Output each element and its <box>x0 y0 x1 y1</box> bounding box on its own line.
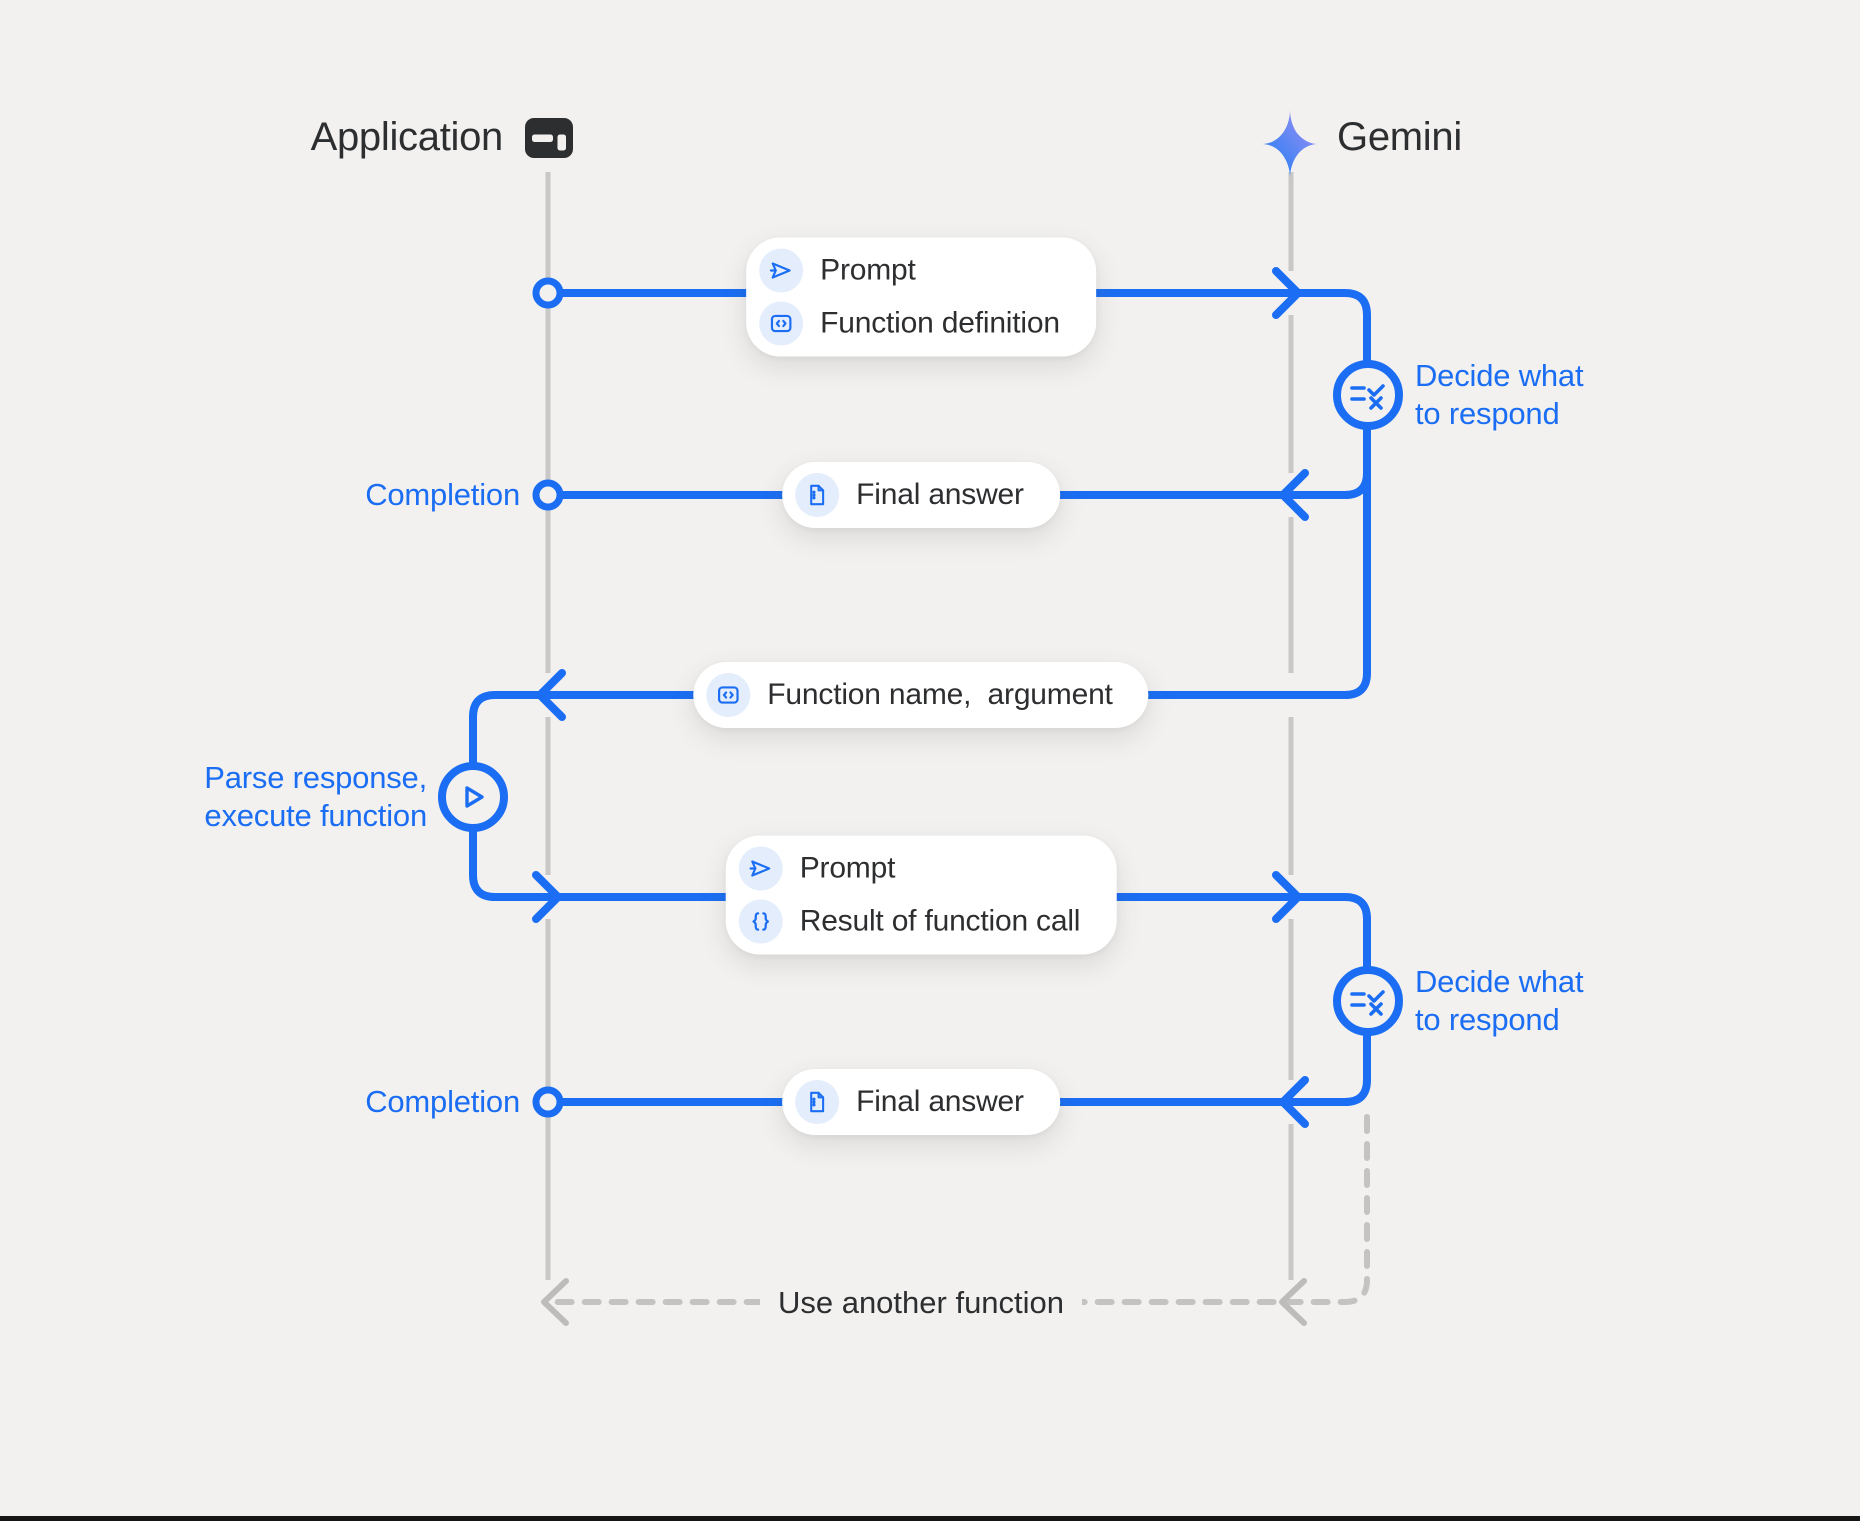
completion-label-1: Completion <box>365 477 520 512</box>
use-another-function-label: Use another function <box>759 1284 1083 1322</box>
decide-label-line: to respond <box>1415 396 1560 431</box>
decide-label-1: Decide what to respond <box>1415 357 1584 433</box>
card-label: Final answer <box>856 1085 1024 1118</box>
card-label: Function definition <box>820 306 1060 340</box>
card-label: Final answer <box>856 478 1024 511</box>
dashed-arrowhead-left-application <box>541 1278 569 1326</box>
parse-execute-label: Parse response, execute function <box>147 759 427 835</box>
message-card-final-answer-2: Final answer <box>782 1069 1060 1135</box>
arrowhead-left-final-answer-2 <box>1279 1076 1309 1128</box>
send-icon <box>759 248 804 293</box>
card-row: Result of function call <box>738 899 1081 944</box>
completion-ring-2 <box>532 1086 564 1118</box>
document-icon <box>795 473 840 517</box>
document-icon <box>795 1080 840 1124</box>
use-another-function-dashed-line <box>553 1114 1370 1305</box>
braces-icon <box>738 899 783 944</box>
decide-circle-1 <box>1333 360 1403 430</box>
card-row: Prompt <box>738 846 1081 891</box>
message-card-final-answer-1: Final answer <box>782 462 1060 528</box>
parse-label-line: Parse response, <box>204 760 427 795</box>
code-box-icon <box>706 673 751 717</box>
decide-label-line: Decide what <box>1415 358 1584 393</box>
arrowhead-left-final-answer-1 <box>1279 469 1309 521</box>
code-box-icon <box>759 301 804 346</box>
origin-ring-prompt-1 <box>532 277 564 309</box>
gemini-star-icon <box>1262 110 1318 183</box>
card-row: Function definition <box>759 301 1060 346</box>
application-header-label: Application <box>310 115 504 159</box>
rule-icon <box>1350 990 1385 1016</box>
card-label: Function name, argument <box>767 678 1113 711</box>
message-card-prompt-function-definition: Prompt Function definition <box>746 237 1096 357</box>
final-answer-1-line <box>544 469 1371 499</box>
send-icon <box>738 846 783 891</box>
completion-label-2: Completion <box>365 1084 520 1119</box>
card-row: Final answer <box>795 1080 1024 1124</box>
arrowhead-right-prompt-2 <box>532 871 562 923</box>
message-card-function-name-argument: Function name, argument <box>693 662 1149 728</box>
bottom-edge-bar <box>0 1516 1860 1521</box>
completion-ring-1 <box>532 479 564 511</box>
message-card-prompt-result: Prompt Result of function call <box>725 835 1117 955</box>
arrowhead-right-prompt-1 <box>1272 267 1302 319</box>
play-icon <box>465 786 484 808</box>
parse-execute-circle <box>438 762 508 832</box>
card-label: Result of function call <box>799 904 1081 938</box>
parse-label-line: execute function <box>204 798 427 833</box>
rule-icon <box>1350 384 1385 410</box>
card-label: Prompt <box>799 851 896 885</box>
decide-label-line: Decide what <box>1415 964 1584 999</box>
decide-label-line: to respond <box>1415 1002 1560 1037</box>
arrowhead-right-prompt-2-gemini <box>1272 871 1302 923</box>
lifeline-fade <box>0 1368 1860 1468</box>
decide-label-2: Decide what to respond <box>1415 963 1584 1039</box>
app-window-icon <box>525 118 573 163</box>
card-row: Prompt <box>759 248 1060 293</box>
card-label: Prompt <box>820 253 916 287</box>
arrowhead-left-function-call <box>536 669 566 721</box>
gemini-header-label: Gemini <box>1337 115 1462 159</box>
card-row: Function name, argument <box>706 673 1113 717</box>
card-row: Final answer <box>795 473 1024 517</box>
dashed-arrowhead-left-gemini <box>1279 1278 1307 1326</box>
decide-circle-2 <box>1333 966 1403 1036</box>
